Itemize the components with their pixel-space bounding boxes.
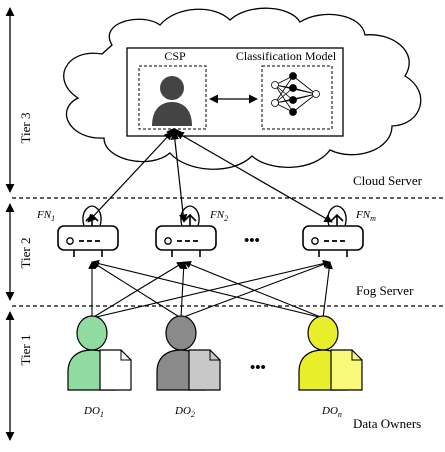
tier1-label: Tier 1: [18, 335, 33, 366]
data-owner-1: [67, 315, 132, 391]
model-frame: [261, 65, 333, 130]
classification-model-label: Classification Model: [236, 49, 337, 63]
data-owner-n-label: DOn: [321, 405, 342, 419]
data-owners-label: Data Owners: [353, 416, 421, 431]
fog-node-2: [155, 205, 217, 257]
tier3-label: Tier 3: [18, 113, 33, 144]
fog-node-m: [302, 205, 364, 257]
owner-fog-links: [88, 259, 333, 319]
user-icon: [152, 76, 192, 126]
fog-server-label: Fog Server: [356, 283, 414, 298]
fog-node-2-label: FN2: [209, 209, 228, 223]
cloud-fog-links: [87, 131, 333, 223]
data-owner-2: [156, 315, 221, 391]
owner-ellipsis: •••: [250, 360, 266, 376]
fog-node-1: [57, 205, 119, 257]
tier2-label: Tier 2: [18, 238, 33, 269]
cloud-link-hub: [166, 128, 182, 137]
fog-node-1-label: FN1: [36, 209, 55, 223]
cloud-server-label: Cloud Server: [353, 173, 423, 188]
data-owner-n: [298, 315, 363, 391]
data-owner-1-label: DO1: [83, 405, 104, 419]
data-owner-2-label: DO2: [174, 405, 195, 419]
csp-label: CSP: [164, 49, 186, 63]
fog-node-m-label: FNm: [355, 209, 376, 223]
fog-ellipsis: •••: [244, 233, 260, 249]
neural-network-icon: [271, 72, 320, 116]
